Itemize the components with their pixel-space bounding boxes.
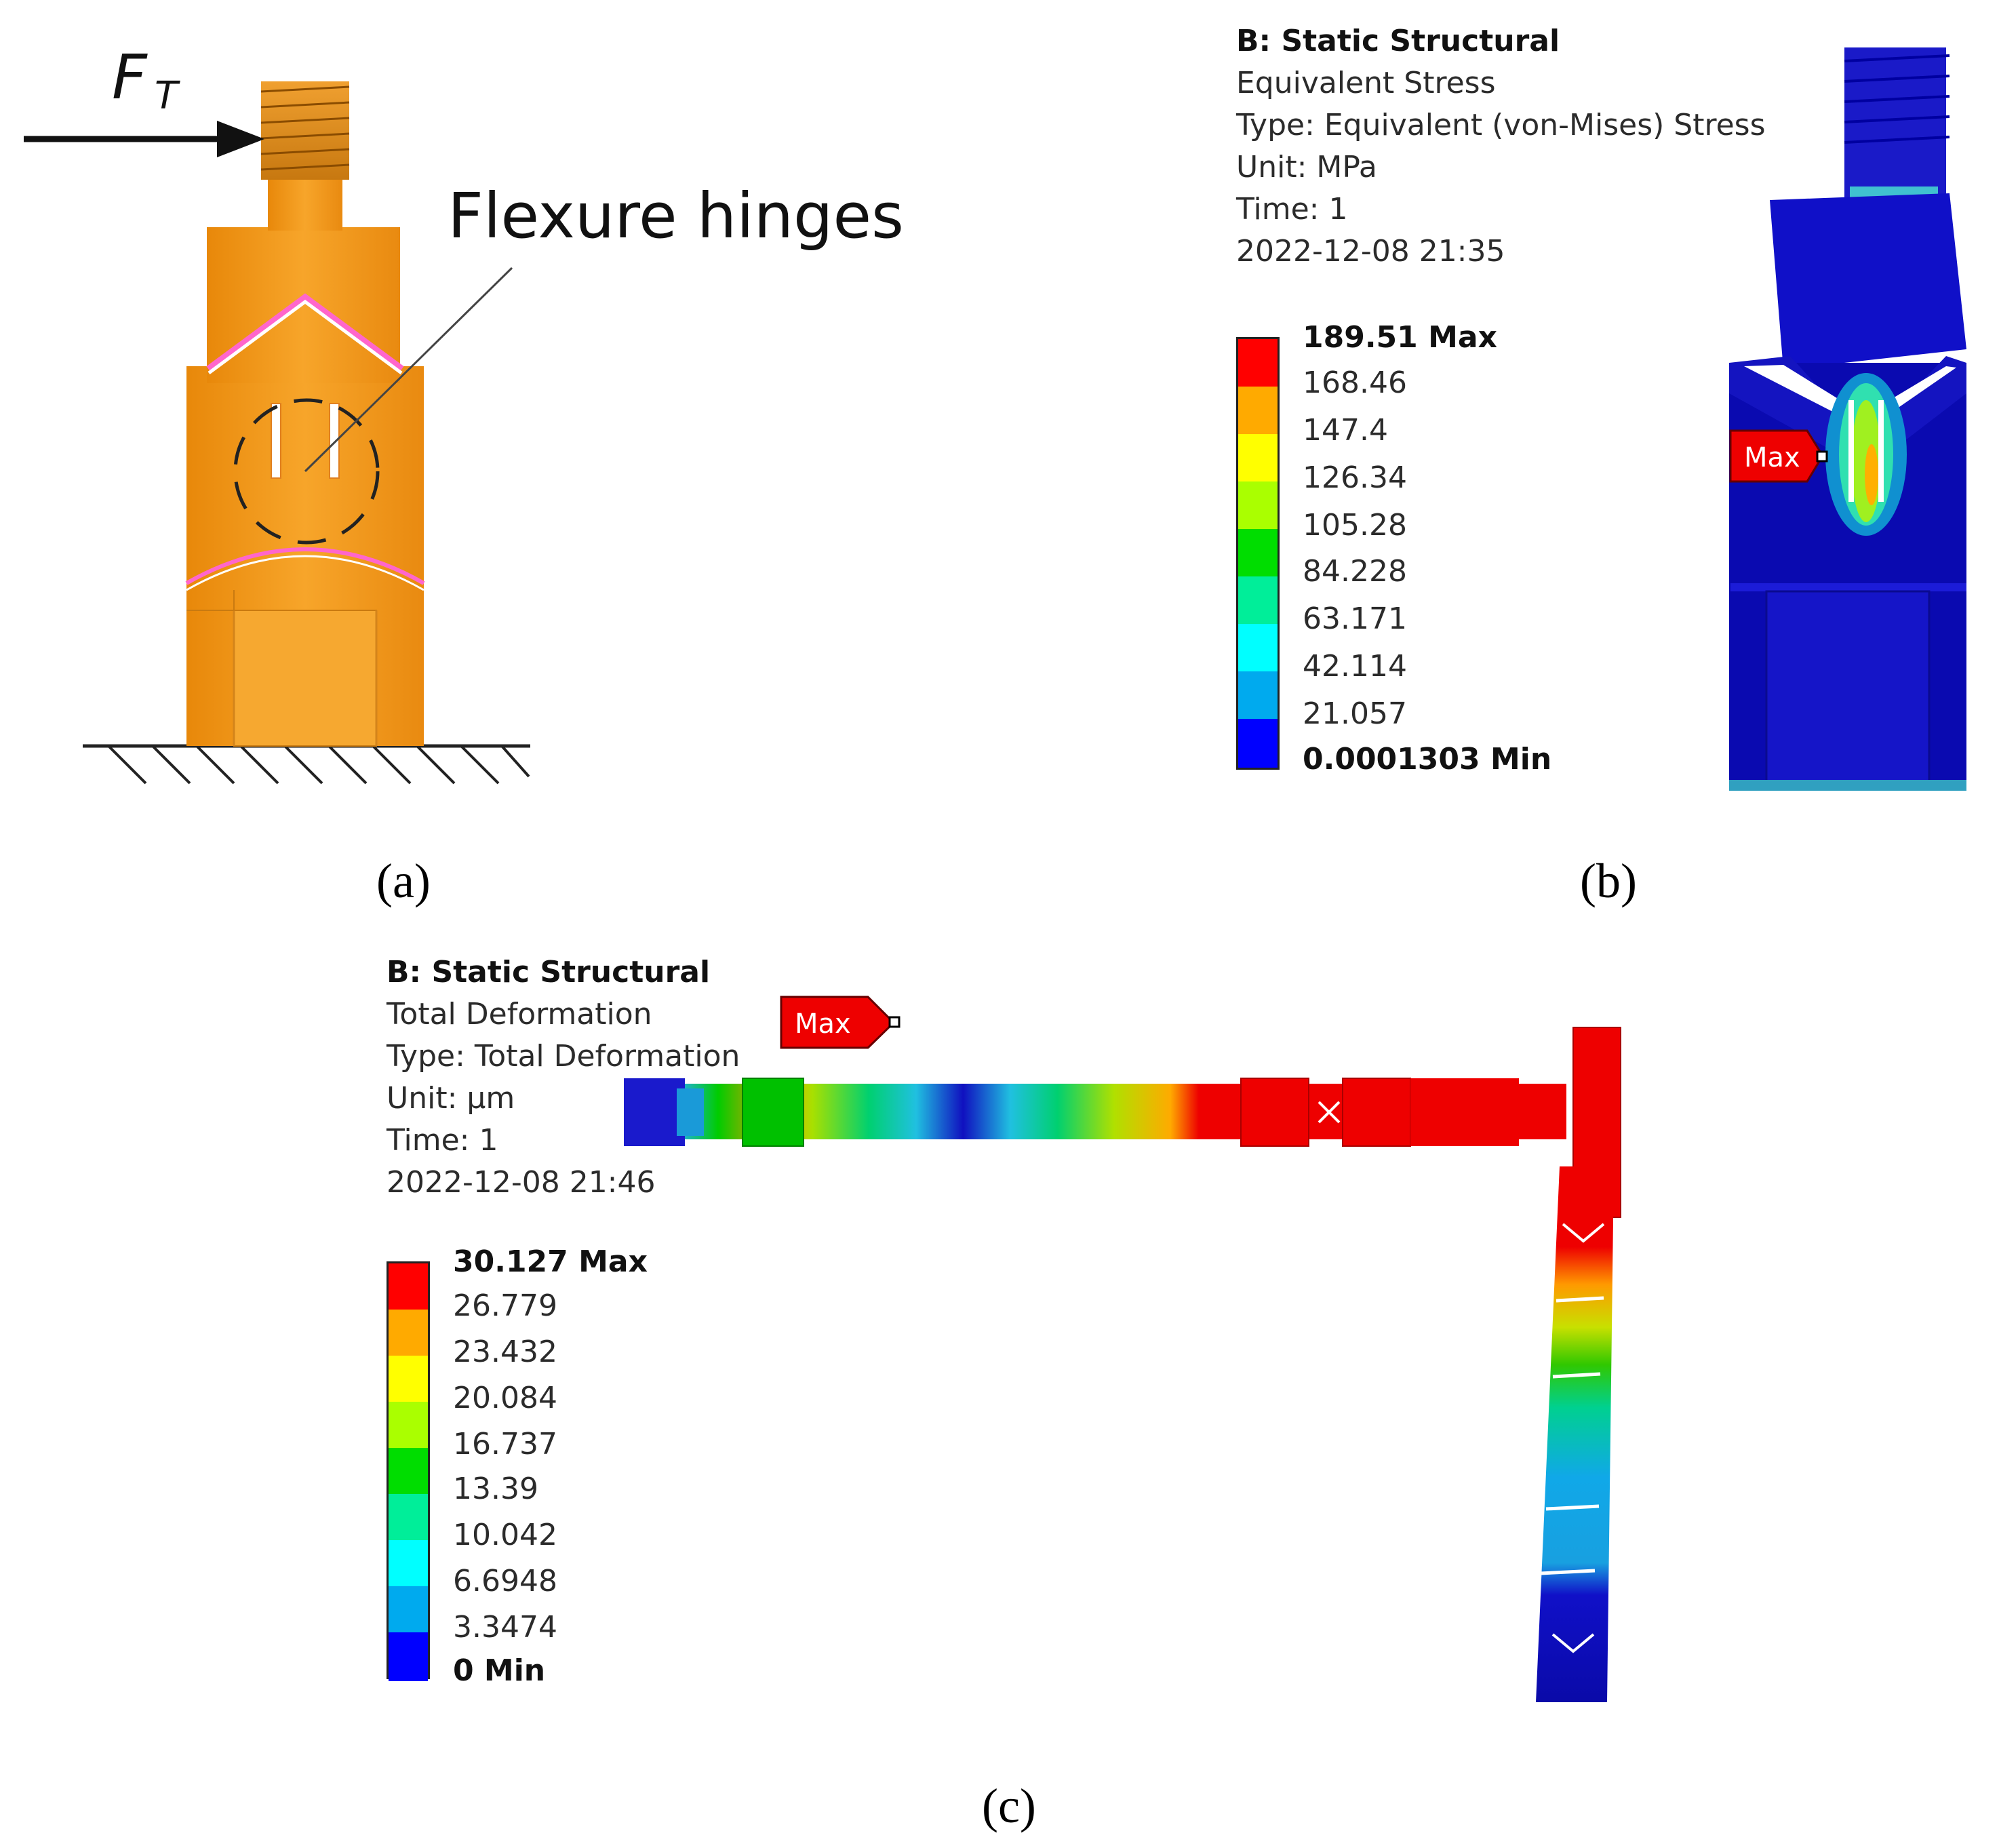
info-title: B: Static Structural: [1236, 24, 1560, 58]
info-type: Type: Total Deformation: [387, 1039, 740, 1074]
legend-label: 10.042: [453, 1518, 557, 1552]
max-tag-label: Max: [795, 1008, 851, 1040]
legend-label: 23.432: [453, 1335, 557, 1369]
max-probe-tag: Max: [780, 996, 900, 1049]
legend-label: 21.057: [1303, 696, 1407, 731]
panel-c-info: B: Static Structural Total Deformation T…: [387, 951, 740, 1204]
panel-a-drawing: F T Flexure hinges: [24, 42, 904, 785]
info-result: Equivalent Stress: [1236, 66, 1496, 100]
panel-c-label: (c): [982, 1779, 1036, 1833]
force-symbol: F: [112, 42, 148, 113]
legend-label: 42.114: [1303, 649, 1407, 684]
legend-label: 84.228: [1303, 554, 1407, 589]
info-type: Type: Equivalent (von-Mises) Stress: [1236, 108, 1766, 142]
legend-label-min: 0.0001303 Min: [1303, 742, 1552, 776]
info-unit: Unit: µm: [387, 1081, 515, 1116]
info-unit: Unit: MPa: [1236, 150, 1377, 184]
flexure-hinges-label: Flexure hinges: [448, 180, 904, 252]
info-date: 2022-12-08 21:46: [387, 1165, 656, 1200]
legend-color-bar: [1236, 337, 1280, 770]
info-time: Time: 1: [387, 1123, 498, 1158]
legend-label: 13.39: [453, 1472, 538, 1506]
info-result: Total Deformation: [387, 997, 652, 1031]
legend-label: 3.3474: [453, 1610, 557, 1645]
hinge-highlight-circle: [233, 398, 380, 545]
panel-b-legend: 189.51 Max 168.46 147.4 126.34 105.28 84…: [1236, 320, 1575, 778]
legend-color-bar: [387, 1261, 430, 1681]
legend-label: 16.737: [453, 1427, 557, 1461]
ground-support: [83, 744, 530, 785]
panel-b-info: B: Static Structural Equivalent Stress T…: [1236, 20, 1766, 273]
legend-label: 20.084: [453, 1381, 557, 1415]
legend-label: 168.46: [1303, 366, 1407, 400]
panel-b-label: (b): [1580, 854, 1637, 908]
max-tag-label: Max: [1744, 442, 1800, 473]
legend-label-max: 30.127 Max: [453, 1244, 648, 1279]
legend-label-min: 0 Min: [453, 1653, 546, 1688]
legend-label: 6.6948: [453, 1564, 557, 1598]
legend-label: 147.4: [1303, 413, 1388, 448]
annotation-leader: [304, 267, 513, 473]
legend-label: 126.34: [1303, 460, 1407, 495]
legend-label: 63.171: [1303, 602, 1407, 636]
max-probe-tag: Max: [1729, 429, 1828, 483]
legend-label: 105.28: [1303, 508, 1407, 543]
hinge-part: [185, 81, 425, 747]
info-time: Time: 1: [1236, 192, 1348, 227]
info-date: 2022-12-08 21:35: [1236, 234, 1505, 269]
panel-c-deformation-model: Max: [624, 996, 1621, 1702]
panel-c-legend: 30.127 Max 26.779 23.432 20.084 16.737 1…: [387, 1244, 726, 1688]
panel-a-label: (a): [376, 854, 431, 908]
force-arrow: [24, 121, 264, 157]
info-title: B: Static Structural: [387, 955, 711, 989]
legend-label-max: 189.51 Max: [1303, 320, 1497, 355]
force-subscript: T: [155, 74, 180, 118]
legend-label: 26.779: [453, 1289, 557, 1323]
panel-b-stress-model: Max: [1729, 47, 1966, 791]
